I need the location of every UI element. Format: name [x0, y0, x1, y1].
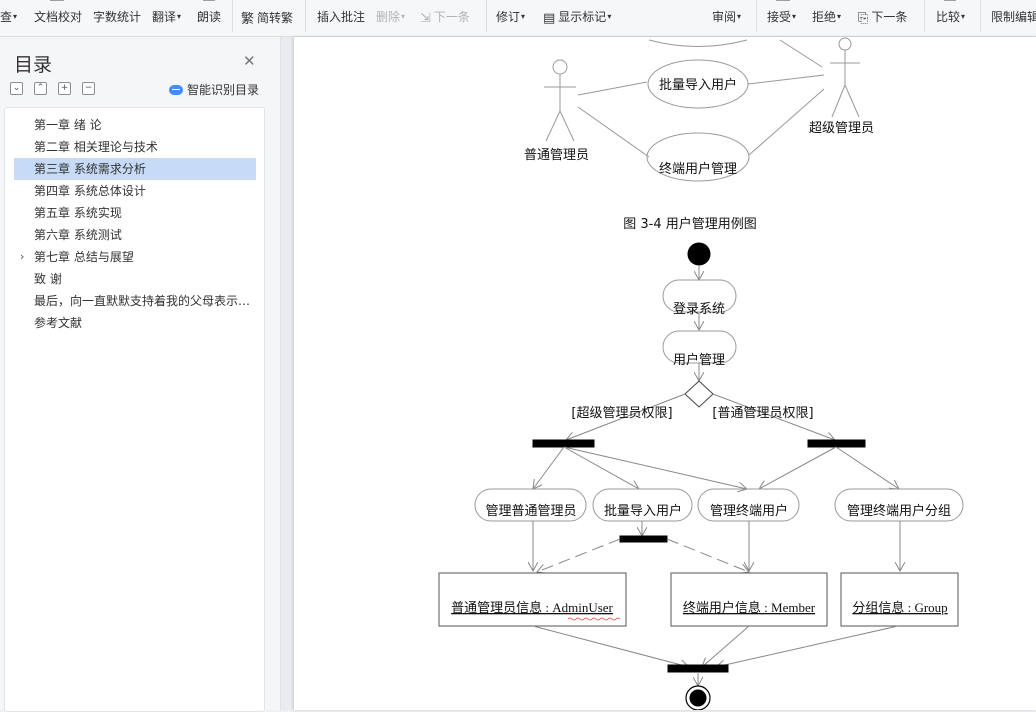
toolbar-divider: [305, 0, 306, 32]
toc-item[interactable]: 第六章 系统测试: [34, 228, 122, 242]
toolbar-view-button[interactable]: 查▾: [0, 10, 18, 24]
usecase-batch-import-label: 批量导入用户: [659, 77, 737, 93]
review-toolbar: 查▾ 文档校对 字数统计 翻译▾ 朗读 繁简转繁 插入批注 删除▾ ⇲下一条 修…: [0, 0, 1036, 37]
toc-title: 目录: [14, 54, 53, 76]
convert-chinese-icon: 繁: [241, 12, 255, 27]
next-change-icon: ⎘: [858, 11, 869, 26]
add-level-button[interactable]: +: [58, 82, 71, 95]
plus-icon: +: [60, 83, 69, 93]
toc-list: 第一章 绪 论 第二章 相关理论与技术 第三章 系统需求分析 第四章 系统总体设…: [4, 107, 265, 712]
activity-manage-terminal-label: 管理终端用户: [710, 503, 788, 519]
association-line: [779, 39, 823, 68]
toolbar-icon-fragment: [776, 0, 790, 1]
toolbar-simplified-traditional-button[interactable]: 繁简转繁: [241, 8, 293, 27]
toc-item[interactable]: 参考文献: [34, 316, 83, 330]
toc-item[interactable]: 第五章 系统实现: [34, 206, 122, 220]
figure-caption: 图 3-4 用户管理用例图: [623, 216, 757, 232]
association-line: [577, 106, 650, 158]
decision-node: [684, 380, 714, 408]
object-admin-user-label: 普通管理员信息 : AdminUser: [451, 600, 613, 615]
usecase-partial: [648, 39, 748, 47]
fork-bar-super: [532, 439, 595, 448]
cloud-ai-icon: [169, 85, 183, 95]
toolbar-icon-fragment: [944, 0, 956, 1]
initial-node: [687, 242, 711, 266]
join-bar: [667, 664, 729, 673]
expand-all-button[interactable]: ⌄: [10, 82, 23, 95]
diagram-canvas: 普通管理员 超级管理员 批量导入用户 终端用户管理 图 3-4 用户管理用例图: [438, 37, 964, 710]
chevron-right-icon[interactable]: ›: [20, 250, 25, 263]
close-icon[interactable]: ✕: [243, 52, 256, 70]
smart-toc-button[interactable]: 智能识别目录: [169, 81, 259, 98]
collapse-all-button[interactable]: ⌃: [34, 82, 47, 95]
association-line: [748, 88, 825, 156]
toolbar-translate-button[interactable]: 翻译▾: [152, 10, 182, 24]
toolbar-track-changes-button[interactable]: 修订▾: [496, 10, 526, 24]
object-group: [840, 572, 959, 627]
association-line: [577, 81, 648, 96]
document-page[interactable]: 普通管理员 超级管理员 批量导入用户 终端用户管理 图 3-4 用户管理用例图: [294, 37, 1036, 710]
next-comment-icon: ⇲: [420, 11, 431, 26]
object-admin-user: [438, 572, 627, 627]
activity-manage-group-label: 管理终端用户分组: [847, 503, 951, 519]
toolbar-next-change-button[interactable]: ⎘下一条: [858, 10, 908, 26]
activity-login-label: 登录系统: [673, 302, 725, 317]
minus-icon: −: [84, 83, 93, 93]
toolbar-divider: [980, 0, 981, 32]
toc-item[interactable]: ›第七章 总结与展望: [14, 246, 256, 268]
toc-item[interactable]: 第二章 相关理论与技术: [34, 140, 158, 154]
chevron-down-icon: ⌄: [12, 83, 21, 93]
actor-normal-admin-label: 普通管理员: [524, 148, 589, 163]
actor-super-admin-label: 超级管理员: [809, 121, 874, 136]
toc-item-selected[interactable]: 第三章 系统需求分析: [14, 158, 256, 180]
toolbar-wordcount-button[interactable]: 字数统计: [93, 10, 142, 24]
chevron-up-icon: ⌃: [36, 83, 45, 93]
toolbar-icon-fragment: [50, 0, 64, 1]
fork-bar-normal: [807, 439, 866, 448]
activity-batch-import-label: 批量导入用户: [604, 503, 682, 519]
toc-item[interactable]: 第一章 绪 论: [34, 118, 102, 132]
usecase-terminal-management: [646, 132, 750, 182]
object-member-label: 终端用户信息 : Member: [683, 600, 816, 615]
toolbar-proofread-button[interactable]: 文档校对: [34, 10, 83, 24]
activity-manage-admin: [474, 488, 587, 522]
actor-normal-admin-figure: [544, 59, 576, 142]
toc-item[interactable]: 致 谢: [34, 272, 62, 286]
toc-item[interactable]: 第四章 系统总体设计: [34, 184, 146, 198]
activity-manage-group: [834, 488, 964, 522]
activity-user-mgmt-label: 用户管理: [673, 352, 725, 368]
spellcheck-underline: [567, 617, 621, 621]
toolbar-insert-comment-button[interactable]: 插入批注: [317, 10, 366, 24]
markup-icon: ▤: [543, 11, 556, 26]
toolbar-reject-button[interactable]: 拒绝▾: [812, 10, 842, 24]
toc-item[interactable]: 最后，向一直默默支持着我的父母表示感谢。: [34, 294, 256, 308]
toolbar-divider: [924, 0, 925, 32]
toc-sidebar: 目录 ✕ ⌄ ⌃ + − 智能识别目录 第一章 绪 论 第二章 相关理论与技术 …: [0, 37, 281, 712]
guard-normal-admin: [普通管理员权限]: [712, 405, 813, 421]
toolbar-read-aloud-button[interactable]: 朗读: [197, 10, 222, 24]
activity-manage-admin-label: 管理普通管理员: [485, 504, 576, 519]
toolbar-divider: [232, 0, 233, 32]
usecase-diagram: [544, 37, 860, 182]
remove-level-button[interactable]: −: [82, 82, 95, 95]
toolbar-divider: [486, 0, 487, 32]
toolbar-next-comment-button[interactable]: ⇲下一条: [420, 10, 470, 26]
association-line: [747, 74, 825, 85]
activity-diagram: [438, 242, 964, 710]
toolbar-show-markup-button[interactable]: ▤显示标记▾: [543, 10, 612, 26]
fork-bar-import: [619, 535, 668, 543]
toolbar-icon-fragment: [203, 0, 215, 1]
usecase-terminal-label: 终端用户管理: [659, 161, 737, 177]
guard-super-admin: [超级管理员权限]: [571, 405, 672, 421]
toolbar-review-button[interactable]: 审阅▾: [712, 10, 742, 24]
toolbar-delete-button[interactable]: 删除▾: [376, 10, 406, 24]
toolbar-divider: [756, 0, 757, 32]
actor-super-admin-figure: [830, 37, 860, 118]
toolbar-accept-button[interactable]: 接受▾: [767, 10, 797, 24]
object-group-label: 分组信息 : Group: [852, 600, 947, 615]
final-node-inner: [689, 689, 707, 707]
toolbar-compare-button[interactable]: 比较▾: [936, 10, 966, 24]
toolbar-restrict-editing-button[interactable]: 限制编辑: [991, 10, 1036, 24]
